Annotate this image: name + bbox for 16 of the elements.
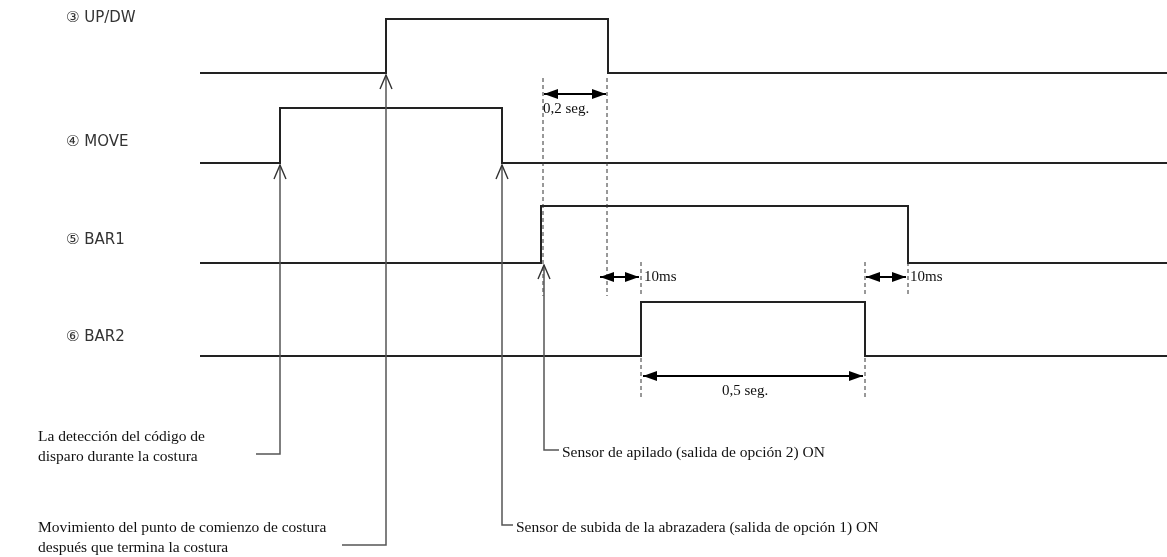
callout-text: Movimiento del punto de comienzo de costura después que termina la costura xyxy=(38,517,338,557)
dimension-label: 0,2 seg. xyxy=(543,100,590,117)
leader-line xyxy=(255,164,287,455)
dimension-label: 0,5 seg. xyxy=(722,382,769,399)
signal-name: ⑤ BAR1 xyxy=(66,230,125,248)
dimension-label: 10ms xyxy=(910,268,943,285)
leader-line xyxy=(537,264,560,451)
dimension-label: 10ms xyxy=(644,268,677,285)
callout-text: La detección del código de disparo durante la costura xyxy=(38,426,252,466)
signal-name: ③ UP/DW xyxy=(66,8,136,26)
leader-line xyxy=(495,164,514,526)
signal-name: ④ MOVE xyxy=(66,132,129,150)
callout-text: Sensor de subida de la abrazadera (salida de opción 1) ON xyxy=(516,517,879,537)
callout-text: Sensor de apilado (salida de opción 2) ON xyxy=(562,442,825,462)
signal-name: ⑥ BAR2 xyxy=(66,327,125,345)
leader-line xyxy=(341,74,393,546)
